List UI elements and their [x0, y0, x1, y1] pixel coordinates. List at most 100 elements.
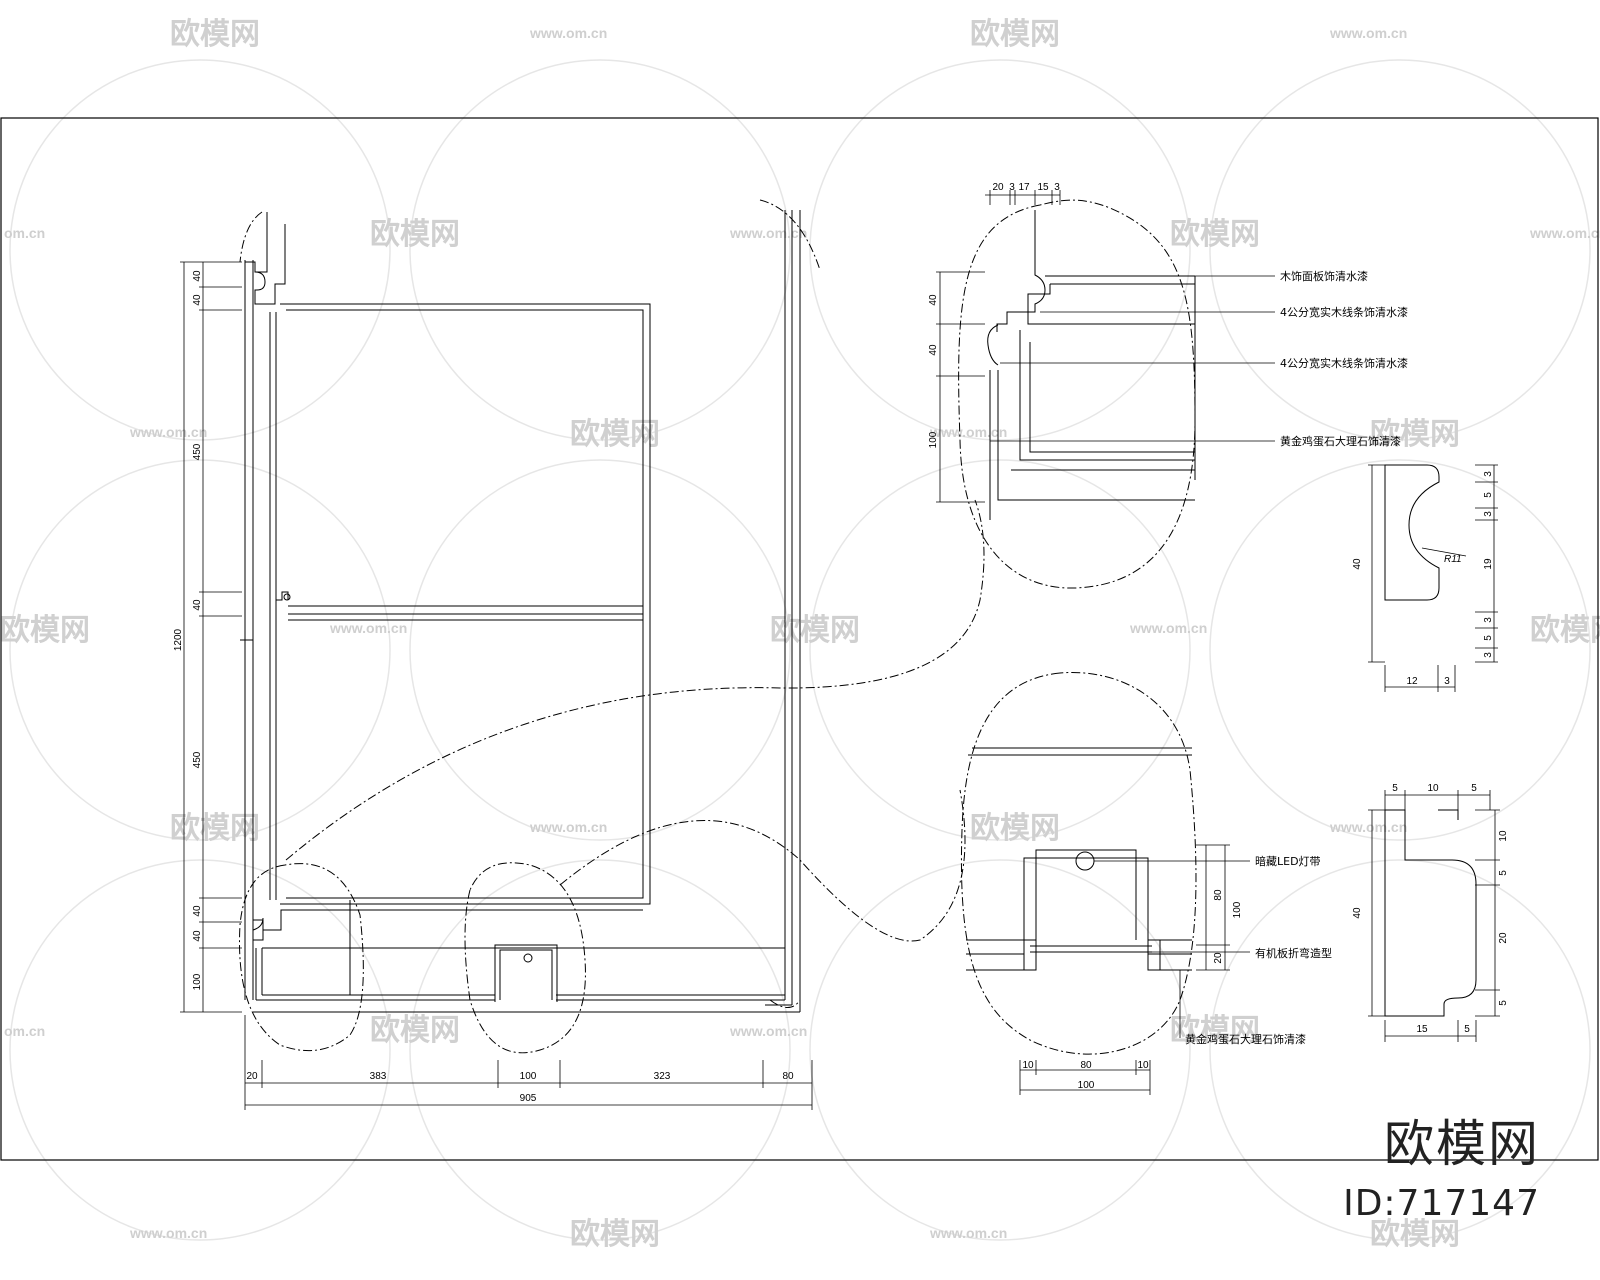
watermark-url: www.om.cn	[1329, 25, 1407, 41]
dim-label: 20	[1498, 932, 1509, 944]
watermark-brand: 欧模网	[170, 17, 260, 52]
watermark-brand: 欧模网	[170, 811, 260, 846]
dim-label: 40	[1352, 907, 1363, 919]
callout-wood-trim-1: 4公分宽实木线条饰清水漆	[1280, 305, 1408, 319]
watermark-url: om.cn	[4, 1023, 45, 1039]
watermark-brand: 欧模网	[770, 613, 860, 648]
dim-label: 17	[1018, 182, 1030, 193]
dim-label: 3	[1054, 182, 1060, 193]
dim-label: 5	[1498, 870, 1509, 876]
watermark-brand: 欧模网	[1530, 613, 1600, 648]
watermark-brand: 欧模网	[370, 217, 460, 252]
main-left-dimensions	[180, 261, 242, 1013]
watermark-url: www.om.cn	[1529, 225, 1600, 241]
detail-bottom-labels: 80 100 20 10 80 10 100 暗藏LED灯带 有机板折弯造型 黄…	[1022, 854, 1332, 1091]
dim-label: 5	[1498, 1000, 1509, 1006]
dim-label: 3	[1009, 182, 1015, 193]
dim-label: 12	[1406, 676, 1418, 687]
dim-label: 80	[1080, 1060, 1092, 1071]
radius-label: R11	[1444, 554, 1462, 565]
profile-1-dimensions	[1368, 464, 1498, 692]
dim-label: 3	[1483, 617, 1494, 623]
profile-2-labels: 5 10 5 40 10 5 20 5 15 5	[1352, 783, 1509, 1035]
watermark-url: www.om.cn	[929, 1225, 1007, 1241]
watermark-url: www.om.cn	[529, 819, 607, 835]
dim-label: 19	[1483, 558, 1494, 570]
dim-label: 450	[192, 443, 203, 460]
dim-label: 100	[520, 1071, 537, 1082]
detail-bottom-dimensions	[1019, 844, 1250, 1095]
dim-label: 5	[1483, 635, 1494, 641]
dim-label: 10	[1498, 830, 1509, 842]
dim-label: 450	[192, 751, 203, 768]
main-elevation	[240, 210, 801, 1013]
watermark-url: www.om.cn	[929, 424, 1007, 440]
dim-label: 3	[1483, 511, 1494, 517]
watermark-brand: 欧模网	[1370, 1217, 1460, 1252]
dim-label: 10	[1022, 1060, 1034, 1071]
main-left-dim-labels: 40 40 450 40 450 40 40 100 1200	[173, 270, 203, 990]
brand-name: 欧模网	[1384, 1115, 1540, 1173]
profile-2	[1384, 809, 1477, 1017]
watermark-brand: 欧模网	[1170, 217, 1260, 252]
dim-label: 20	[992, 182, 1004, 193]
watermark-url: www.om.cn	[129, 424, 207, 440]
dim-label: 40	[192, 930, 203, 942]
watermark-url: www.om.cn	[529, 25, 607, 41]
callout-marble-2: 黄金鸡蛋石大理石饰清漆	[1185, 1032, 1306, 1046]
dim-label: 383	[370, 1071, 387, 1082]
dim-label: 5	[1392, 783, 1398, 794]
dim-label: 80	[782, 1071, 794, 1082]
profile-2-dimensions	[1368, 790, 1500, 1042]
dim-label: 40	[928, 344, 939, 356]
dim-label: 40	[192, 905, 203, 917]
watermark-brand: 欧模网	[1370, 417, 1460, 452]
callout-marble: 黄金鸡蛋石大理石饰清漆	[1280, 434, 1401, 448]
main-bottom-dimensions	[244, 1015, 813, 1110]
detail-top	[958, 199, 1196, 589]
dim-label: 15	[1037, 182, 1049, 193]
detail-top-annotations: 木饰面板饰清水漆 4公分宽实木线条饰清水漆 4公分宽实木线条饰清水漆 黄金鸡蛋石…	[1280, 269, 1408, 448]
watermark-brand: 欧模网	[570, 417, 660, 452]
dim-label: 80	[1213, 889, 1224, 901]
callout-led-strip: 暗藏LED灯带	[1255, 854, 1321, 868]
callout-acrylic: 有机板折弯造型	[1255, 946, 1332, 960]
detail-callouts	[239, 199, 985, 1054]
dim-label: 3	[1444, 676, 1450, 687]
watermark-brand: 欧模网	[970, 811, 1060, 846]
dim-label: 5	[1464, 1024, 1470, 1035]
brand-id: ID:717147	[1343, 1182, 1540, 1224]
callout-wood-veneer: 木饰面板饰清水漆	[1280, 269, 1368, 283]
dim-label: 40	[1352, 558, 1363, 570]
dim-label: 3	[1483, 471, 1494, 477]
detail-top-leaders	[990, 275, 1275, 442]
detail-bottom	[961, 671, 1197, 1055]
dim-label: 20	[246, 1071, 258, 1082]
watermark-brand: 欧模网	[370, 1013, 460, 1048]
dim-label: 40	[192, 599, 203, 611]
dim-label: 323	[654, 1071, 671, 1082]
profile-1	[1384, 464, 1440, 601]
dim-label: 5	[1471, 783, 1477, 794]
detail-top-dimensions	[936, 190, 1061, 503]
callout-wood-trim-2: 4公分宽实木线条饰清水漆	[1280, 356, 1408, 370]
dim-label: 3	[1483, 652, 1494, 658]
dim-label: 15	[1416, 1024, 1428, 1035]
watermark-url: www.om.cn	[1329, 819, 1407, 835]
detail-top-dim-labels: 20 3 17 15 3 40 40 100	[928, 182, 1060, 448]
dim-label: 10	[1137, 1060, 1149, 1071]
watermark-url: www.om.cn	[329, 620, 407, 636]
main-bottom-dim-labels: 20 383 100 323 80 905	[246, 1071, 794, 1104]
brand-block: 欧模网 ID:717147	[1343, 1118, 1540, 1222]
dim-label: 20	[1213, 952, 1224, 964]
watermark-url: www.om.cn	[729, 1023, 807, 1039]
dim-label: 100	[1232, 901, 1243, 918]
watermark-brand: 欧模网	[970, 17, 1060, 52]
watermark-arcs	[9, 59, 1591, 1241]
dim-label: 40	[192, 294, 203, 306]
watermark-brand: 欧模网	[0, 613, 90, 648]
dim-label: 100	[1078, 1080, 1095, 1091]
dim-label: 100	[192, 973, 203, 990]
dim-label: 5	[1483, 492, 1494, 498]
